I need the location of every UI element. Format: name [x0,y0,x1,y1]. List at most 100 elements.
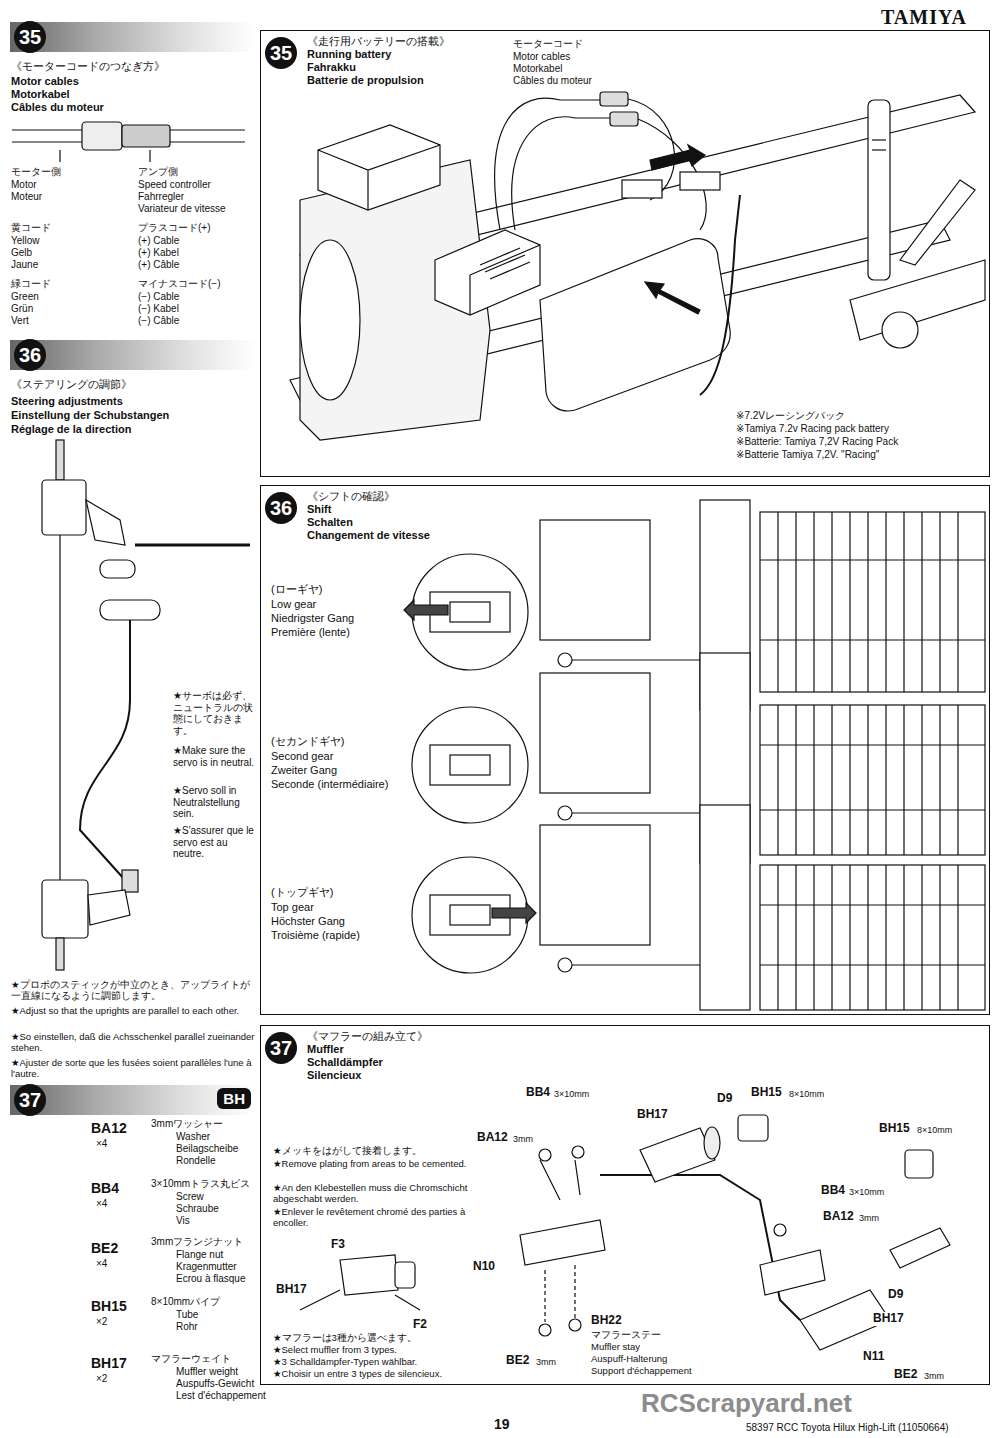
note-text: モーターコード [512,38,584,50]
step-number: 37 [14,1084,46,1116]
step-title: Fahrakku [307,61,356,74]
note-text: (トップギヤ) [270,886,334,899]
part-code: BH15 [878,1122,911,1136]
note-text: Top gear [270,901,315,914]
step-band: 36 [10,340,255,370]
note-text: 3mm [512,1134,534,1144]
part-code: BH15 [750,1086,783,1100]
note-text: Variateur de vitesse [137,203,227,215]
part-code-tag: BH [217,1088,251,1109]
step-band: 37 BH [10,1085,255,1115]
part-code: BA12 [822,1210,855,1224]
note-text: ※Batterie: Tamiya 7,2V Racing Pack [735,436,899,448]
note-text: 《ステアリングの調節》 [10,378,133,391]
note-text: Rohr [175,1321,199,1333]
note-text: ×2 [95,1316,108,1328]
step-band: 35 [10,22,255,52]
part-code: RCScrapyard.net [640,1389,853,1419]
note-text: Motor [10,179,38,191]
note-text: Green [10,291,40,303]
part-code: N10 [472,1260,496,1274]
note-text: 8×10mm [916,1125,953,1135]
note-text: Grün [10,303,34,315]
note-text: 58397 RCC Toyota Hilux High-Lift (110506… [745,1422,950,1434]
connector-drawing [12,122,245,162]
step-number: 37 [265,1032,297,1064]
note-text: Lest d'échappement [175,1390,267,1402]
note-text: Second gear [270,750,334,763]
note-text: Câbles du moteur [10,101,105,114]
note-text: 8×10mmパイプ [150,1296,221,1308]
note-text: (セカンドギヤ) [270,735,345,748]
step-title: Batterie de propulsion [307,74,424,87]
step-panel: 35《走行用バッテリーの搭載》Running batteryFahrakkuBa… [260,30,990,477]
step-number: 35 [265,37,297,69]
note-text: マイナスコード(−) [137,278,222,290]
step-title: 《走行用バッテリーの搭載》 [307,35,450,48]
step-title: Schalldämpfer [307,1056,383,1069]
note-text: マフラーステー [590,1330,662,1341]
part-code: 19 [493,1416,511,1432]
note-text: 3mm [858,1213,880,1223]
note-text: Low gear [270,598,317,611]
note-text: ★3 Schalldämpfer-Typen wählbar. [272,1357,418,1368]
note-text: Motorkabel [10,88,71,101]
note-text: Support d'échappement [590,1366,693,1377]
note-text: Gelb [10,247,33,259]
note-text: Yellow [10,235,41,247]
note-text: 3mmフランジナット [150,1236,244,1248]
note-text: ★Ajuster de sorte que les fusées soient … [10,1058,257,1080]
note-text: Fahrregler [137,191,185,203]
note-text: 3×10mmトラス丸ビス [150,1178,251,1190]
part-code: N11 [862,1350,885,1364]
note-text: (−) Cable [137,291,180,303]
shift-drawing [404,500,985,1010]
note-text: ★プロポのスティックが中立のとき、アップライトが一直線になるように調節します。 [10,980,257,1002]
note-text: ×4 [95,1198,108,1210]
note-text: Muffler weight [175,1366,239,1378]
note-text: Vis [175,1215,191,1227]
step-title: Changement de vitesse [307,529,430,542]
note-text: Motor cables [512,51,571,63]
part-code: D9 [716,1092,733,1106]
note-text: Jaune [10,259,39,271]
note-text: 3mmワッシャー [150,1118,224,1130]
step-panel: 36《シフトの確認》ShiftSchaltenChangement de vit… [260,485,990,1015]
note-text: プラスコード(+) [137,222,212,234]
part-code: BB4 [820,1184,846,1198]
note-text: ★Choisir un entre 3 types de silencieux. [272,1369,443,1380]
note-text: Schraube [175,1203,220,1215]
note-text: Speed controller [137,179,212,191]
note-text: モーター側 [10,166,62,178]
note-text: ★メッキをはがして接着します。 [272,1146,479,1157]
part-code: BB4 [525,1086,551,1100]
note-text: ★Adjust so that the uprights are paralle… [10,1006,257,1017]
part-code: BH17 [90,1355,128,1371]
note-text: Motor cables [10,75,80,88]
note-text: ★マフラーは3種から選べます。 [272,1333,418,1344]
chassis-drawing [290,92,985,440]
note-text: Auspuffs-Gewicht [175,1378,255,1390]
step-title: Silencieux [307,1069,361,1082]
note-text: ★So einstellen, daß die Achsschenkel par… [10,1032,257,1054]
part-code: BH17 [275,1283,308,1297]
note-text: (−) Câble [137,315,180,327]
note-text: Motorkabel [512,63,563,75]
note-text: 3mm [923,1371,945,1381]
note-text: 3mm [535,1357,557,1367]
note-text: Auspuff-Halterung [590,1354,668,1365]
note-text: ★Remove plating from areas to be cemente… [272,1159,479,1170]
note-text: (ローギヤ) [270,583,323,596]
note-text: Ecrou à flasque [175,1273,247,1285]
note-text: Troisième (rapide) [270,929,361,942]
note-text: Beilagscheibe [175,1143,239,1155]
note-text: ★An den Klebestellen muss die Chromschic… [272,1183,479,1205]
step-title: 《マフラーの組み立て》 [307,1030,428,1043]
note-text: ★Servo soll in Neutralstellung sein. [172,785,256,820]
part-code: D9 [887,1288,904,1302]
note-text: 3×10mm [553,1089,590,1099]
part-code: BH22 [590,1314,623,1328]
note-text: ×4 [95,1138,108,1150]
part-code: BH17 [872,1312,905,1326]
